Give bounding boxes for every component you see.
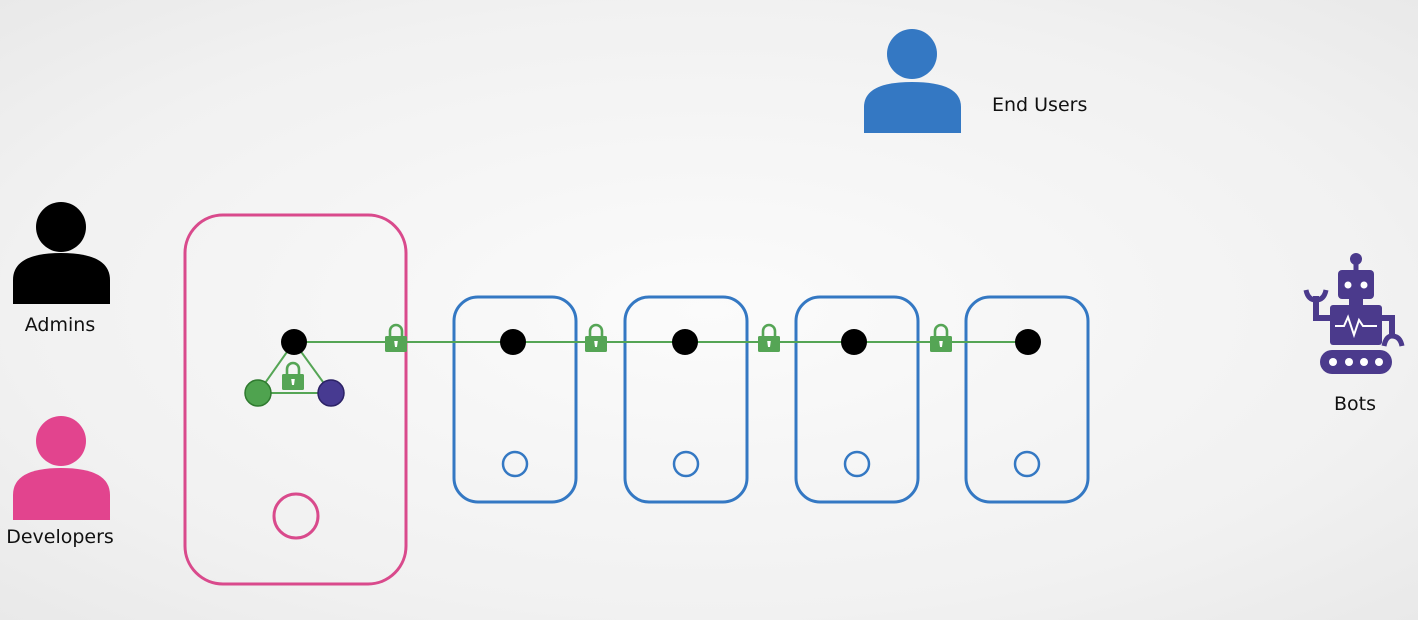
worker-hollow-circle: [1013, 450, 1041, 478]
lock-icon: [280, 361, 306, 392]
node-point: [841, 329, 867, 355]
master-hollow-circle: [272, 492, 320, 540]
developers-icon: [13, 416, 110, 520]
worker-node-box: [794, 295, 920, 504]
end-users-icon: [864, 29, 961, 133]
node-point: [500, 329, 526, 355]
node-point: [281, 329, 307, 355]
admins-icon: [13, 202, 110, 304]
lock-icon: [756, 323, 782, 354]
lock-icon: [583, 323, 609, 354]
node-point: [1015, 329, 1041, 355]
bots-icon: [1303, 253, 1405, 374]
green-component: [244, 379, 272, 407]
worker-node-box: [623, 295, 749, 504]
node-point: [672, 329, 698, 355]
end-users-label: End Users: [992, 94, 1088, 116]
admins-label: Admins: [24, 314, 96, 336]
purple-component: [317, 379, 345, 407]
worker-hollow-circle: [843, 450, 871, 478]
worker-hollow-circle: [672, 450, 700, 478]
worker-hollow-circle: [501, 450, 529, 478]
lock-icon: [383, 323, 409, 354]
master-node-box: [183, 213, 408, 586]
developers-label: Developers: [6, 526, 114, 548]
worker-node-box: [452, 295, 578, 504]
lock-icon: [928, 323, 954, 354]
worker-node-box: [964, 295, 1090, 504]
bots-label: Bots: [1333, 393, 1376, 415]
